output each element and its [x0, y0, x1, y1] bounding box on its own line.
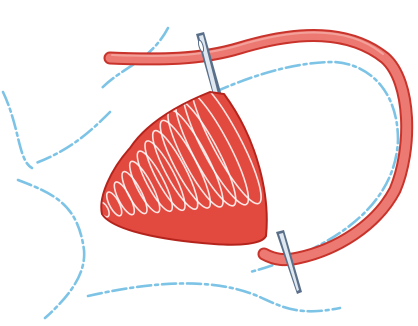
- bullion-stitch-illustration: [0, 0, 418, 326]
- illustration-drawing: [0, 0, 418, 326]
